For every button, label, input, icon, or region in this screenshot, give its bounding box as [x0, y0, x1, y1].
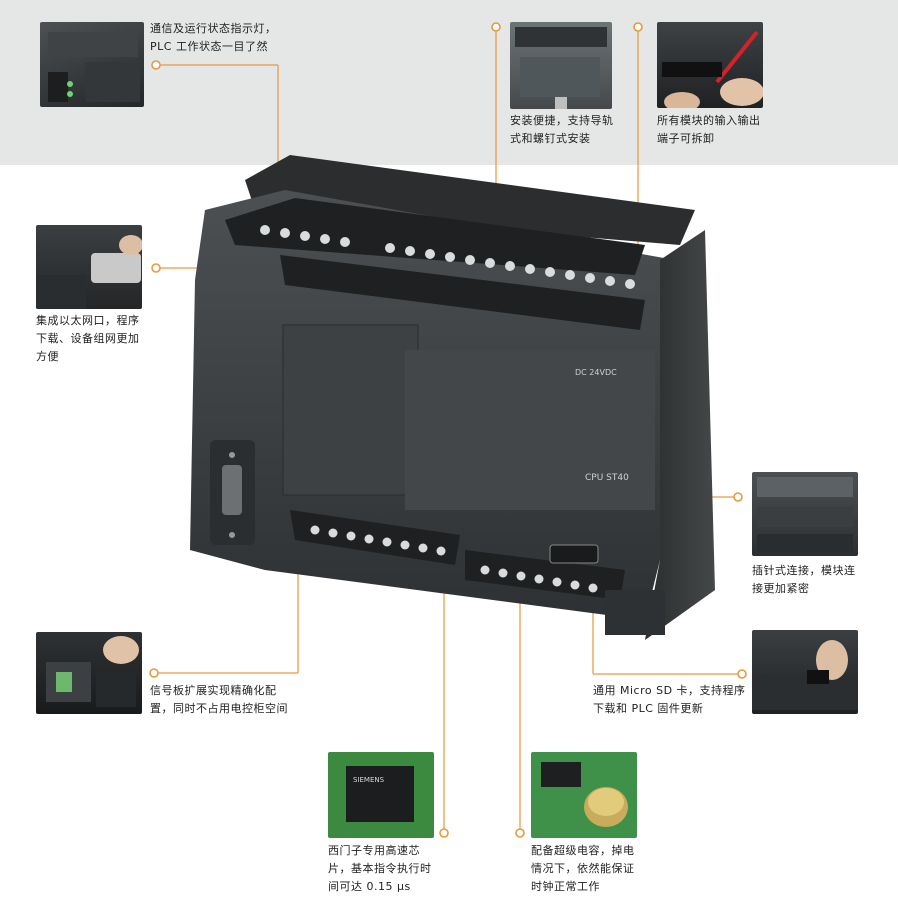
pin-connection-photo [752, 472, 858, 556]
chip-photo: SIEMENS [328, 752, 434, 838]
mounting-photo [510, 22, 612, 109]
status-led-caption: 通信及运行状态指示灯， PLC 工作状态一目了然 [150, 22, 277, 53]
status-led-photo [40, 22, 144, 107]
terminals-photo [657, 22, 763, 108]
plc-device: CPU ST40 DC 24VDC [190, 155, 715, 640]
micro-sd-caption: 通用 Micro SD 卡，支持程序 下载和 PLC 固件更新 [593, 684, 746, 715]
supercap-photo [531, 752, 637, 838]
pin-connection-caption: 插针式连接，模块连 接更加紧密 [752, 564, 856, 595]
supercap-caption: 配备超级电容，掉电 情况下，依然能保证 时钟正常工作 [531, 844, 635, 893]
chip-label: SIEMENS [353, 776, 385, 784]
ethernet-caption: 集成以太网口，程序 下载、设备组网更加 方便 [36, 314, 140, 363]
signal-board-photo [36, 632, 142, 714]
model-label: CPU ST40 [585, 473, 629, 483]
power-label: DC 24VDC [575, 368, 617, 377]
terminals-caption: 所有模块的输入输出 端子可拆卸 [657, 114, 761, 145]
micro-sd-photo [752, 630, 858, 714]
chip-caption: 西门子专用高速芯 片，基本指令执行时 间可达 0.15 μs [328, 844, 432, 893]
ethernet-photo [36, 225, 142, 309]
mounting-caption: 安装便捷，支持导轨 式和螺钉式安装 [510, 114, 614, 145]
signal-board-caption: 信号板扩展实现精确化配 置，同时不占用电控柜空间 [150, 684, 288, 715]
